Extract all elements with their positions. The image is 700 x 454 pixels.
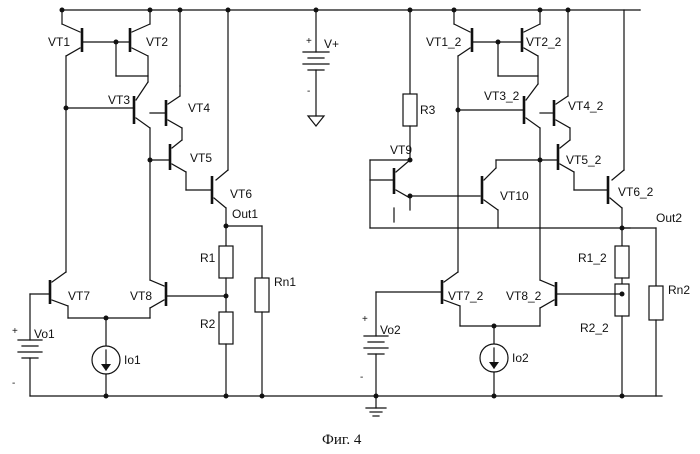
label-r2-2: R2_2 — [580, 321, 609, 335]
vt4-transistor — [150, 8, 183, 129]
label-vt8: VT8 — [130, 289, 152, 303]
vt7-transistor — [30, 108, 68, 340]
vt4-2-transistor — [540, 8, 571, 129]
label-vo1: Vo1 — [34, 327, 55, 341]
label-rn2: Rn2 — [668, 283, 690, 297]
resistor-r2-2 — [615, 284, 629, 399]
label-vt3-2: VT3_2 — [484, 89, 520, 103]
vt1-transistor — [62, 10, 82, 108]
supply-battery — [303, 8, 329, 127]
figure-caption: Фиг. 4 — [322, 432, 362, 448]
source-vo2 — [364, 336, 388, 399]
label-vt4-2: VT4_2 — [568, 99, 604, 113]
label-vt7-2: VT7_2 — [448, 289, 484, 303]
label-vt7: VT7 — [68, 289, 90, 303]
label-vt3: VT3 — [108, 93, 130, 107]
label-vt9: VT9 — [390, 143, 412, 157]
resistor-r1-2 — [615, 228, 629, 284]
vt8-2-transistor — [540, 280, 625, 326]
resistor-r1 — [219, 226, 233, 312]
vt6-transistor — [186, 8, 231, 227]
vo1-minus: - — [12, 378, 15, 389]
resistor-rn2 — [649, 286, 663, 396]
label-vt2: VT2 — [146, 35, 168, 49]
vt2-transistor — [60, 8, 153, 83]
label-vt8-2: VT8_2 — [506, 289, 542, 303]
label-vt4: VT4 — [188, 101, 210, 115]
vo2-minus: - — [360, 372, 363, 383]
vt3-transistor — [64, 82, 151, 280]
label-r1: R1 — [200, 251, 216, 265]
label-vt6: VT6 — [230, 187, 252, 201]
vt8-transistor — [150, 280, 229, 318]
vt9-transistor — [370, 158, 413, 229]
vt1-2-transistor — [452, 8, 473, 111]
label-io1: Io1 — [124, 353, 141, 367]
vt3-2-transistor — [456, 84, 541, 280]
label-vt1-2: VT1_2 — [426, 35, 462, 49]
supply-minus: - — [307, 86, 310, 97]
label-vt10: VT10 — [500, 189, 529, 203]
label-vt5-2: VT5_2 — [566, 153, 602, 167]
label-r1-2: R1_2 — [578, 251, 607, 265]
label-io2: Io2 — [512, 351, 529, 365]
label-vt1: VT1 — [48, 35, 70, 49]
label-rn1: Rn1 — [274, 275, 296, 289]
label-vt5: VT5 — [190, 151, 212, 165]
label-vt6-2: VT6_2 — [618, 185, 654, 199]
label-out2: Out2 — [656, 211, 682, 225]
label-vo2: Vo2 — [380, 323, 401, 337]
vt5-2-transistor — [496, 128, 574, 172]
ground-arrow-icon — [308, 116, 324, 126]
resistor-r3 — [403, 8, 417, 161]
ground-icon — [366, 396, 386, 416]
label-r2: R2 — [200, 317, 216, 331]
vo2-plus: + — [362, 314, 368, 325]
resistor-r2 — [219, 312, 233, 399]
vt5-transistor — [148, 128, 187, 172]
supply-label: V+ — [324, 37, 339, 51]
label-r3: R3 — [420, 103, 436, 117]
label-out1: Out1 — [232, 207, 258, 221]
label-vt2-2: VT2_2 — [526, 35, 562, 49]
vo1-plus: + — [12, 326, 18, 337]
source-vo1 — [18, 340, 42, 396]
resistor-rn1 — [255, 278, 269, 399]
supply-plus: + — [306, 36, 312, 47]
